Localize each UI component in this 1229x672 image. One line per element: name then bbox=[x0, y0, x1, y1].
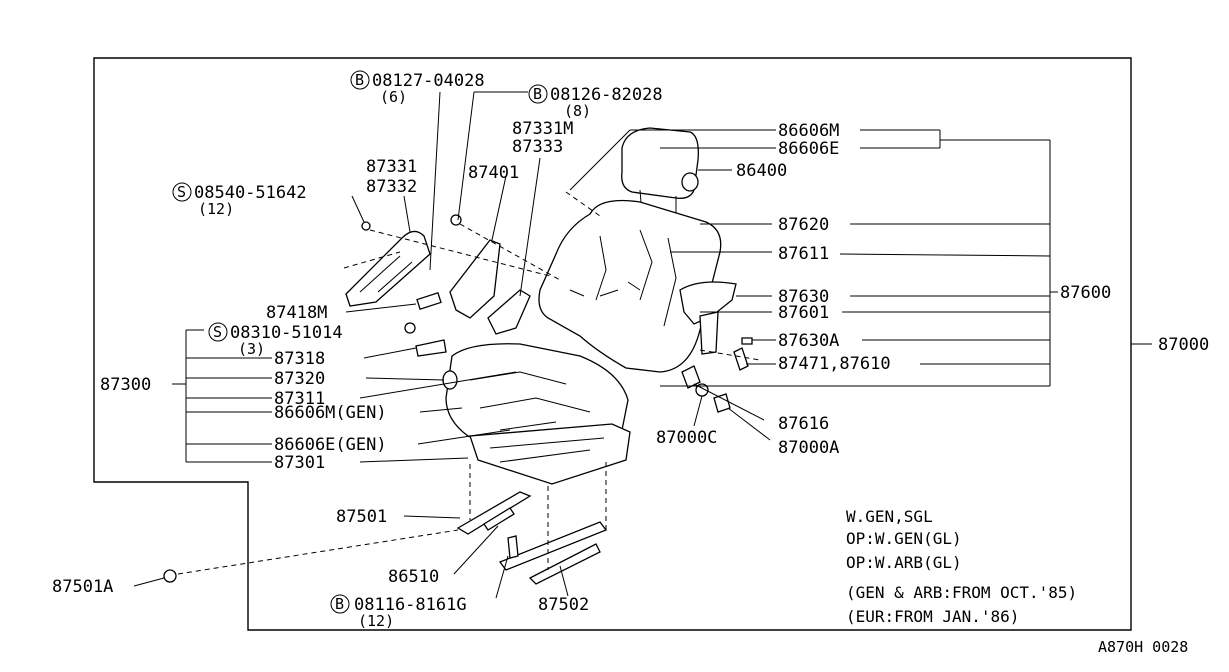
bolt-code-b3: 08116-8161G bbox=[354, 595, 467, 615]
diagram-frame bbox=[93, 57, 1132, 631]
bolt-symbol-b1: B bbox=[355, 71, 364, 89]
label-87501a: 87501A bbox=[52, 577, 113, 597]
label-86606e-gen: 86606E(GEN) bbox=[274, 435, 387, 455]
label-87630: 87630 bbox=[778, 287, 829, 307]
bolt-code-b2: 08126-82028 bbox=[550, 85, 663, 105]
screw-code-s1: 08540-51642 bbox=[194, 183, 307, 203]
screw-symbol-circle bbox=[208, 322, 228, 342]
label-87332: 87332 bbox=[366, 177, 417, 197]
label-86606m-gen: 86606M(GEN) bbox=[274, 403, 387, 423]
label-87301: 87301 bbox=[274, 453, 325, 473]
bolt-callouts: B 08127-04028 (6) B 08126-82028 (8) S 08… bbox=[172, 70, 663, 630]
leader-lines bbox=[133, 91, 1152, 599]
label-87311: 87311 bbox=[274, 389, 325, 409]
label-87630a: 87630A bbox=[778, 331, 839, 351]
label-87601: 87601 bbox=[778, 303, 829, 323]
bolt-qty-b1: (6) bbox=[380, 88, 407, 106]
screw-code-s2: 08310-51014 bbox=[230, 323, 343, 343]
label-87620: 87620 bbox=[778, 215, 829, 235]
screw-symbol-s1: S bbox=[177, 183, 186, 201]
label-87333: 87333 bbox=[512, 137, 563, 157]
note-line: OP:W.ARB(GL) bbox=[846, 553, 962, 572]
label-87616: 87616 bbox=[778, 414, 829, 434]
label-87600: 87600 bbox=[1060, 283, 1111, 303]
application-notes: W.GEN,SGL OP:W.GEN(GL) OP:W.ARB(GL) (GEN… bbox=[846, 507, 1077, 626]
label-87000c: 87000C bbox=[656, 428, 717, 448]
label-86510: 86510 bbox=[388, 567, 439, 587]
bolt-code-b1: 08127-04028 bbox=[372, 71, 485, 91]
label-87318: 87318 bbox=[274, 349, 325, 369]
label-87502: 87502 bbox=[538, 595, 589, 615]
bolt-symbol-circle bbox=[350, 70, 370, 90]
bolt-symbol-b3: B bbox=[335, 595, 344, 613]
label-87331m: 87331M bbox=[512, 119, 573, 139]
note-line: (EUR:FROM JAN.'86) bbox=[846, 607, 1019, 626]
note-line: (GEN & ARB:FROM OCT.'85) bbox=[846, 583, 1077, 602]
part-labels: 86606M 86606E 86400 87620 87611 87630 87… bbox=[52, 119, 1209, 615]
label-86606m: 86606M bbox=[778, 121, 839, 141]
label-87611: 87611 bbox=[778, 244, 829, 264]
label-87501: 87501 bbox=[336, 507, 387, 527]
diagram-code: A870H 0028 bbox=[1098, 638, 1188, 656]
label-87000a: 87000A bbox=[778, 438, 839, 458]
screw-qty-s1: (12) bbox=[198, 200, 234, 218]
bolt-qty-b2: (8) bbox=[564, 102, 591, 120]
note-line: OP:W.GEN(GL) bbox=[846, 529, 962, 548]
label-86606e: 86606E bbox=[778, 139, 839, 159]
bolt-qty-b3: (12) bbox=[358, 612, 394, 630]
label-87000: 87000 bbox=[1158, 335, 1209, 355]
screw-symbol-s2: S bbox=[213, 323, 222, 341]
seat-illustration bbox=[163, 127, 761, 585]
label-87418m: 87418M bbox=[266, 303, 327, 323]
label-87401: 87401 bbox=[468, 163, 519, 183]
bolt-symbol-circle bbox=[528, 84, 548, 104]
label-87331: 87331 bbox=[366, 157, 417, 177]
bolt-symbol-circle bbox=[330, 594, 350, 614]
label-87300: 87300 bbox=[100, 375, 151, 395]
screw-qty-s2: (3) bbox=[238, 340, 265, 358]
label-87320: 87320 bbox=[274, 369, 325, 389]
label-87471-87610: 87471,87610 bbox=[778, 354, 891, 374]
label-86400: 86400 bbox=[736, 161, 787, 181]
bolt-symbol-b2: B bbox=[533, 85, 542, 103]
screw-symbol-circle bbox=[172, 182, 192, 202]
note-line: W.GEN,SGL bbox=[846, 507, 933, 526]
